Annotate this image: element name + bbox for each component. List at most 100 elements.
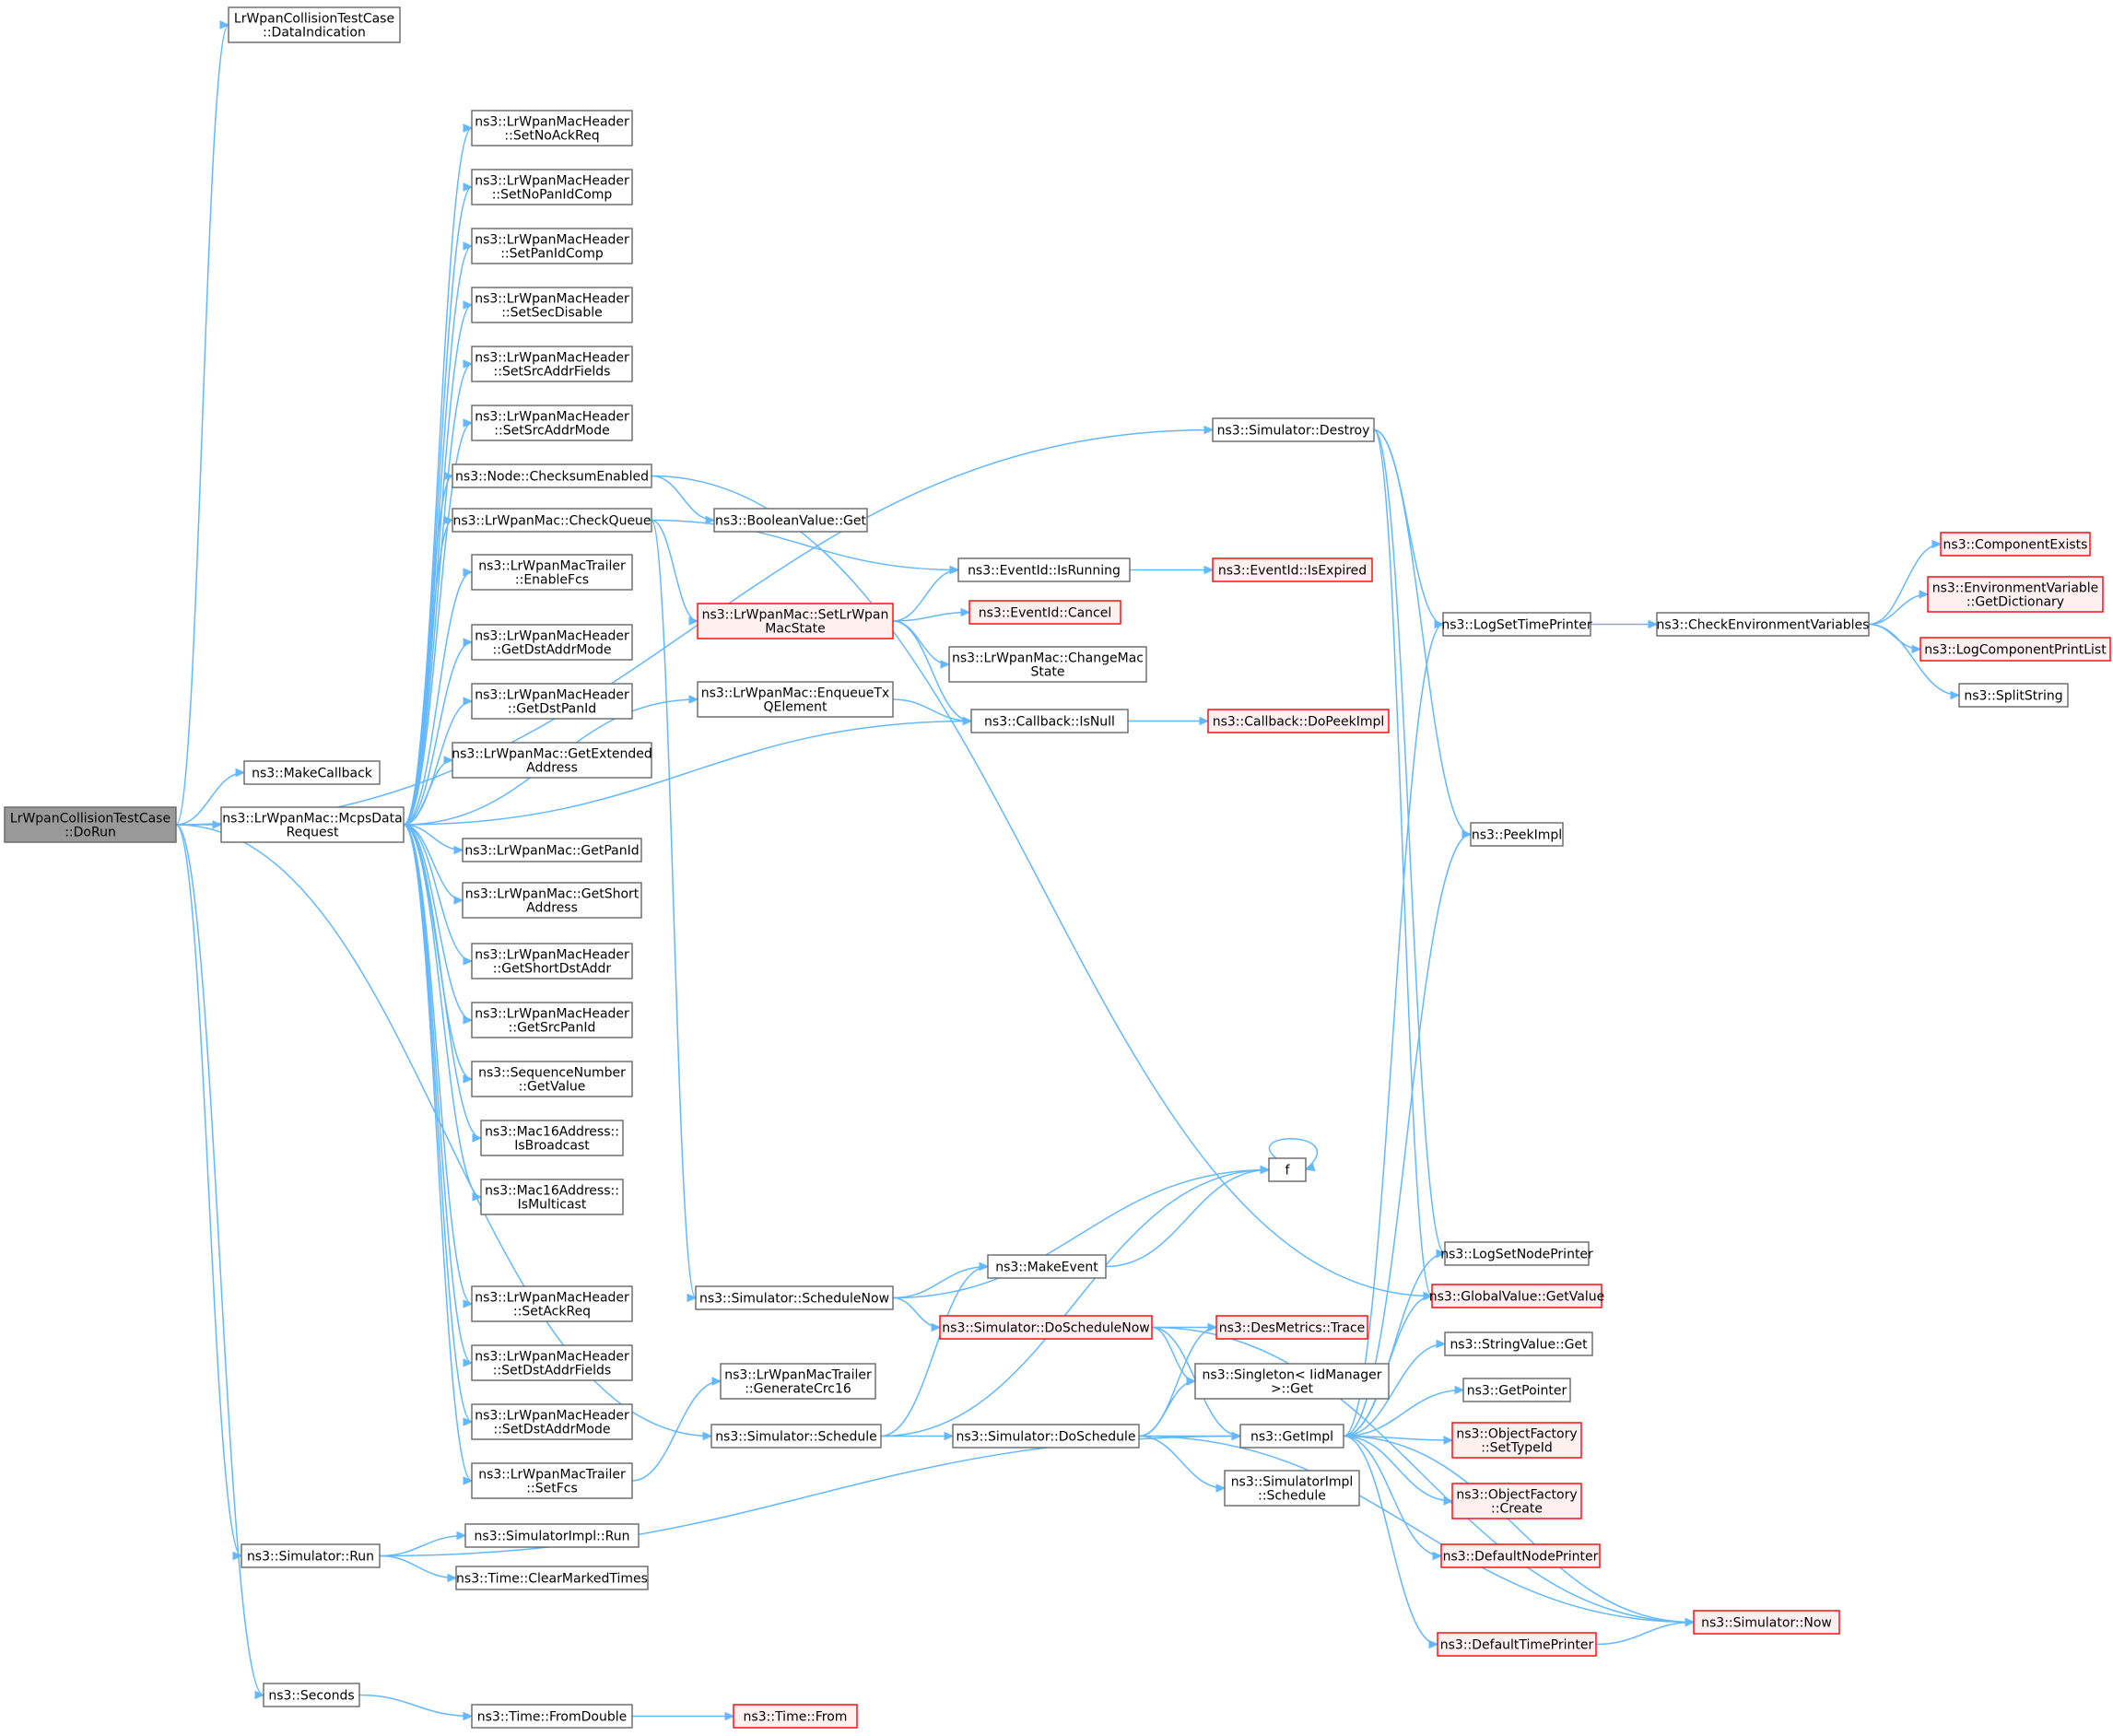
node-gencrc[interactable]: ns3::LrWpanMacTrailer::GenerateCrc16: [720, 1363, 876, 1400]
node-clearmarked[interactable]: ns3::Time::ClearMarkedTimes: [455, 1566, 649, 1590]
node-setsrcaddrmode[interactable]: ns3::LrWpanMacHeader::SetSrcAddrMode: [471, 405, 633, 441]
node-setsecdisable[interactable]: ns3::LrWpanMacHeader::SetSecDisable: [471, 287, 633, 323]
node-root[interactable]: LrWpanCollisionTestCase::DoRun: [4, 806, 177, 843]
node-destroy[interactable]: ns3::Simulator::Destroy: [1212, 417, 1375, 442]
node-schedulenow[interactable]: ns3::Simulator::ScheduleNow: [695, 1285, 894, 1310]
node-doschednow[interactable]: ns3::Simulator::DoScheduleNow: [939, 1315, 1153, 1340]
node-strget[interactable]: ns3::StringValue::Get: [1444, 1331, 1593, 1356]
node-setsrcaddrfields[interactable]: ns3::LrWpanMacHeader::SetSrcAddrFields: [471, 346, 633, 382]
node-isbroadcast[interactable]: ns3::Mac16Address::IsBroadcast: [480, 1120, 624, 1156]
node-boolget[interactable]: ns3::BooleanValue::Get: [713, 508, 868, 533]
node-setpanidcomp[interactable]: ns3::LrWpanMacHeader::SetPanIdComp: [471, 228, 633, 264]
node-seqgetvalue[interactable]: ns3::SequenceNumber::GetValue: [471, 1061, 633, 1097]
node-label: ::SetTypeId: [1481, 1441, 1553, 1456]
edge-line: [403, 304, 473, 826]
edge-arrowhead: [1434, 619, 1445, 629]
node-deftimeprinter[interactable]: ns3::DefaultTimePrinter: [1437, 1632, 1597, 1657]
node-singleton[interactable]: ns3::Singleton< IidManager >::Get: [1194, 1363, 1390, 1400]
node-compexists[interactable]: ns3::ComponentExists: [1940, 532, 2091, 557]
node-setnopanidcomp[interactable]: ns3::LrWpanMacHeader::SetNoPanIdComp: [471, 169, 633, 205]
node-getsrcpanid[interactable]: ns3::LrWpanMacHeader::GetSrcPanId: [471, 1002, 633, 1038]
edge-arrowhead: [463, 638, 474, 647]
edge-root-to-dataind: [175, 20, 230, 826]
node-checkenv[interactable]: ns3::CheckEnvironmentVariables: [1656, 612, 1870, 637]
node-peekimpl[interactable]: ns3::PeekImpl: [1470, 822, 1564, 847]
node-seconds[interactable]: ns3::Seconds: [263, 1683, 360, 1707]
node-simrun[interactable]: ns3::Simulator::Run: [241, 1543, 381, 1568]
node-makeevent[interactable]: ns3::MakeEvent: [987, 1254, 1107, 1279]
edge-checkenv-to-logcomplist: [1868, 623, 1922, 654]
node-simnow[interactable]: ns3::Simulator::Now: [1693, 1610, 1840, 1635]
node-cancel[interactable]: ns3::EventId::Cancel: [968, 600, 1121, 625]
node-ismulticast[interactable]: ns3::Mac16Address::IsMulticast: [480, 1179, 624, 1215]
node-logsetnode[interactable]: ns3::LogSetNodePrinter: [1440, 1241, 1593, 1266]
node-logcomplist[interactable]: ns3::LogComponentPrintList: [1919, 637, 2111, 662]
node-makecallback[interactable]: ns3::MakeCallback: [243, 760, 381, 785]
node-envdict[interactable]: ns3::EnvironmentVariable::GetDictionary: [1927, 576, 2104, 613]
node-checkqueue[interactable]: ns3::LrWpanMac::CheckQueue: [452, 508, 652, 533]
edge-line: [651, 519, 959, 571]
node-label: >::Get: [1271, 1382, 1314, 1397]
node-f[interactable]: f: [1268, 1157, 1307, 1182]
edge-line: [1343, 1389, 1464, 1437]
node-getimpl[interactable]: ns3::GetImpl: [1239, 1424, 1344, 1449]
node-isrunning[interactable]: ns3::EventId::IsRunning: [957, 557, 1131, 582]
edge-arrowhead: [235, 768, 246, 778]
node-destrace[interactable]: ns3::DesMetrics::Trace: [1215, 1315, 1368, 1340]
node-box: [1451, 1422, 1582, 1459]
edge-arrowhead: [944, 1431, 955, 1441]
node-implschedule[interactable]: ns3::SimulatorImpl::Schedule: [1224, 1470, 1360, 1507]
node-dataind[interactable]: LrWpanCollisionTestCase::DataIndication: [228, 6, 401, 43]
edge-line: [175, 771, 245, 826]
node-isexpired[interactable]: ns3::EventId::IsExpired: [1212, 557, 1373, 582]
node-label: Address: [526, 761, 578, 776]
node-layer: LrWpanCollisionTestCase::DoRun LrWpanColl…: [4, 6, 2111, 1729]
edge-arrowhead: [453, 896, 464, 905]
node-label: ns3::EventId::Cancel: [979, 606, 1112, 621]
node-setnoackreq[interactable]: ns3::LrWpanMacHeader::SetNoAckReq: [471, 110, 633, 147]
node-getdstaddrmode[interactable]: ns3::LrWpanMacHeader::GetDstAddrMode: [471, 624, 633, 661]
node-setfcs[interactable]: ns3::LrWpanMacTrailer::SetFcs: [471, 1462, 633, 1499]
edge-arrowhead: [463, 1711, 474, 1721]
node-checksum[interactable]: ns3::Node::ChecksumEnabled: [452, 463, 652, 488]
edge-arrowhead: [463, 956, 474, 966]
node-defnodeprinter[interactable]: ns3::DefaultNodePrinter: [1440, 1543, 1601, 1568]
node-splitstring[interactable]: ns3::SplitString: [1958, 683, 2069, 708]
node-ofcreate[interactable]: ns3::ObjectFactory::Create: [1451, 1483, 1582, 1519]
node-label: ns3::LrWpanMac::ChangeMac: [952, 651, 1144, 666]
node-getshortdstaddr[interactable]: ns3::LrWpanMacHeader::GetShortDstAddr: [471, 943, 633, 979]
edge-checksum-to-gvgetvalue: [651, 475, 1434, 1301]
node-ofsettypeid[interactable]: ns3::ObjectFactory::SetTypeId: [1451, 1422, 1582, 1459]
edge-arrowhead: [463, 1015, 474, 1025]
node-getpointer[interactable]: ns3::GetPointer: [1462, 1378, 1571, 1402]
node-enablefcs[interactable]: ns3::LrWpanMacTrailer::EnableFcs: [471, 554, 633, 591]
node-fromdouble[interactable]: ns3::Time::FromDouble: [471, 1704, 633, 1729]
node-getdstpanid[interactable]: ns3::LrWpanMacHeader::GetDstPanId: [471, 683, 633, 720]
node-label: ns3::LrWpanMacTrailer: [478, 1468, 626, 1483]
node-label: ns3::Simulator::Schedule: [715, 1430, 877, 1445]
node-isnull[interactable]: ns3::Callback::IsNull: [970, 709, 1129, 733]
node-timefrom[interactable]: ns3::Time::From: [733, 1704, 858, 1729]
node-setdstaddrfields[interactable]: ns3::LrWpanMacHeader::SetDstAddrFields: [471, 1344, 633, 1381]
node-setackreq[interactable]: ns3::LrWpanMacHeader::SetAckReq: [471, 1285, 633, 1322]
node-label: ::SetSrcAddrMode: [494, 424, 609, 439]
node-dosched[interactable]: ns3::Simulator::DoSchedule: [952, 1424, 1140, 1449]
node-logsettime[interactable]: ns3::LogSetTimePrinter: [1441, 612, 1592, 637]
edge-line: [175, 824, 242, 1557]
node-getpanid[interactable]: ns3::LrWpanMac::GetPanId: [462, 838, 642, 862]
node-implrun[interactable]: ns3::SimulatorImpl::Run: [464, 1523, 640, 1548]
node-setdstaddrmode[interactable]: ns3::LrWpanMacHeader::SetDstAddrMode: [471, 1403, 633, 1440]
node-box: [1919, 637, 2111, 662]
node-schedule[interactable]: ns3::Simulator::Schedule: [710, 1424, 882, 1449]
node-gvgetvalue[interactable]: ns3::GlobalValue::GetValue: [1429, 1284, 1604, 1308]
node-box: [462, 838, 642, 862]
node-dopeekimpl[interactable]: ns3::Callback::DoPeekImpl: [1207, 709, 1390, 733]
edge-arrowhead: [724, 1711, 735, 1721]
edge-arrowhead: [472, 1192, 483, 1202]
